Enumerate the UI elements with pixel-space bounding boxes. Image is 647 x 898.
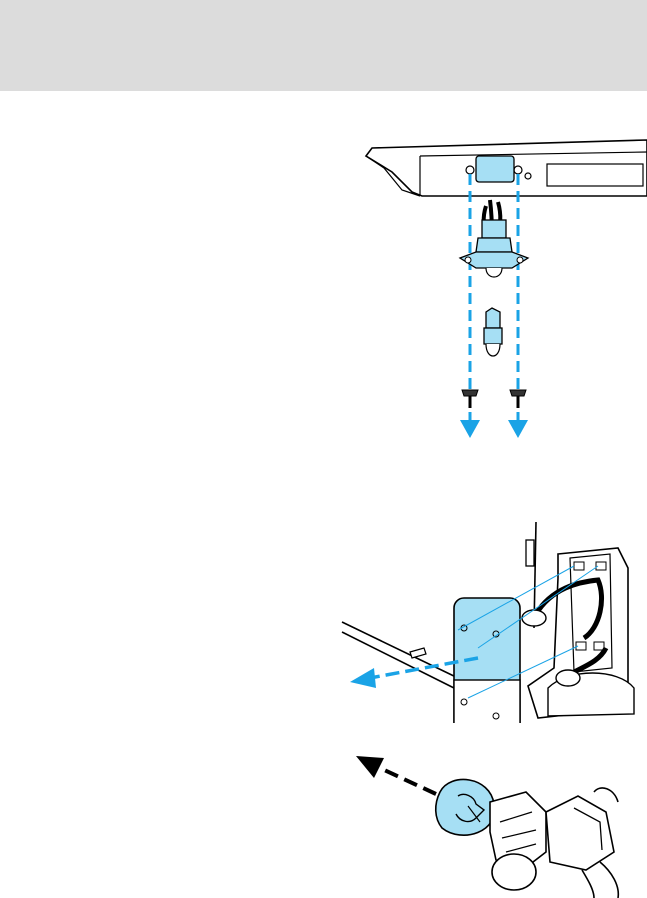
bulb-socket-icon: [350, 752, 647, 898]
tail-lamp-assembly-icon: [338, 518, 647, 723]
license-plate-lamp-exploded-icon: [362, 128, 647, 443]
header-band: [0, 0, 647, 91]
